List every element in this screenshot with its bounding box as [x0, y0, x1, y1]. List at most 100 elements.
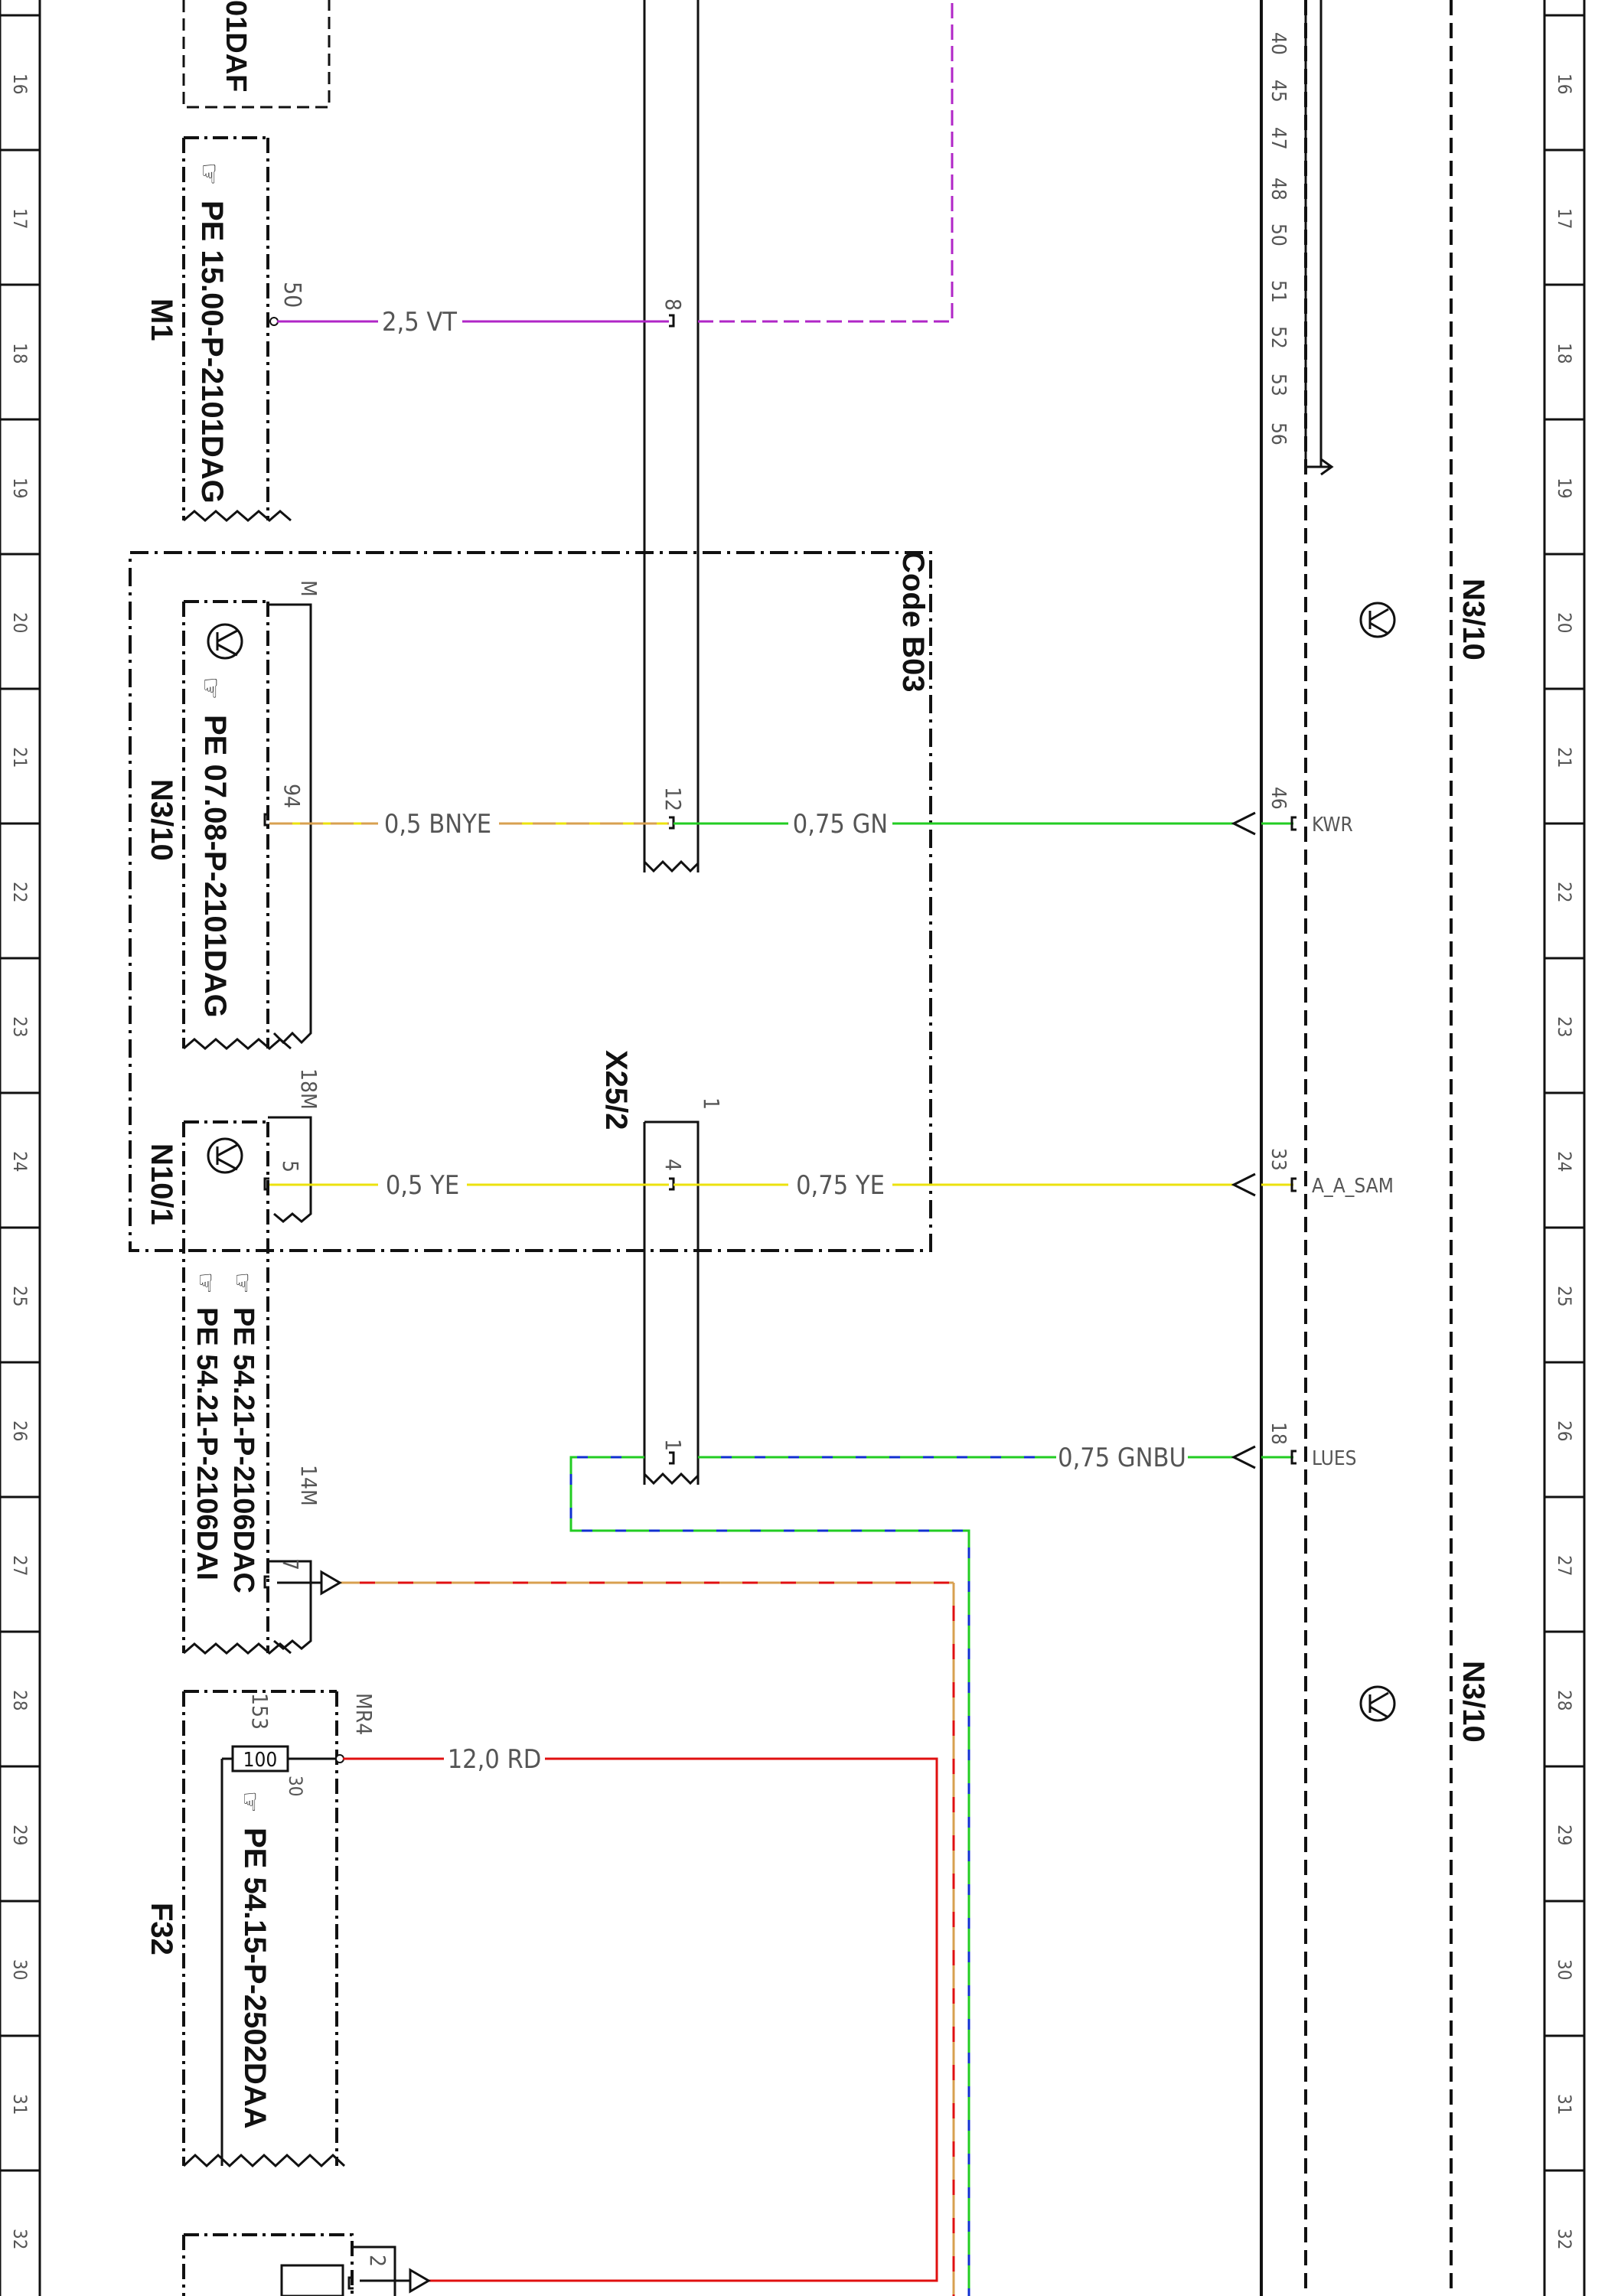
top-component-box: 01DAF — [182, 0, 331, 109]
grid-left-label: 19 — [9, 478, 31, 498]
n101-label: N10/1 — [145, 1143, 178, 1225]
wire-vt-label: 2,5 VT — [382, 307, 457, 338]
grid-left-label: 24 — [9, 1151, 31, 1172]
grid-right-label: 21 — [1554, 747, 1575, 768]
n310-left-ref: PE 07.08-P-2101DAG — [198, 715, 232, 1018]
pointer-icon: ☞ — [196, 677, 225, 700]
f32-ref: PE 54.15-P-2502DAA — [238, 1828, 272, 2129]
wire-bnye-label: 0,5 BNYE — [384, 809, 491, 840]
f32-pin-b: 30 — [285, 1776, 306, 1796]
grid-right-label: 28 — [1554, 1690, 1575, 1711]
right-pin-53: 53 — [1267, 373, 1290, 396]
n310-left-component: ☞ PE 07.08-P-2101DAG N3/10 M 94 — [145, 580, 321, 1050]
grid-left-label: 28 — [9, 1690, 31, 1711]
grid-right-label: 16 — [1554, 73, 1575, 94]
transistor-icon — [1359, 1685, 1396, 1722]
transistor-icon — [207, 1137, 243, 1174]
top-box-label: 01DAF — [220, 0, 252, 92]
grid-right-label: 23 — [1554, 1016, 1575, 1037]
x25-pin-1: 1 — [660, 1439, 686, 1451]
f32-component: F32 ☞ PE 54.15-P-2502DAA 153 100 30 MR4 — [145, 1690, 377, 2168]
signal-kwr: KWR — [1312, 814, 1353, 837]
n101-ref1: PE 54.21-P-2106DAC — [227, 1307, 259, 1593]
right-pin-47: 47 — [1267, 127, 1290, 150]
right-pin-48: 48 — [1267, 178, 1290, 201]
wire-rd-label: 12,0 RD — [448, 1744, 542, 1775]
grid-left-label: 32 — [9, 2229, 31, 2249]
n101-conn1: 18M — [296, 1068, 321, 1110]
n310-left-conn: M — [296, 580, 321, 597]
grid-right-label: 17 — [1554, 208, 1575, 229]
n101-component: N10/1 ☞ ☞ PE 54.21-P-2106DAI PE 54.21-P-… — [145, 1068, 321, 1655]
n310-right-label-2: N3/10 — [1456, 1661, 1490, 1743]
n101-pin2: 7 — [278, 1558, 303, 1570]
right-pin-46: 46 — [1267, 787, 1290, 810]
right-pin-51: 51 — [1267, 280, 1290, 303]
x25-label: X25/2 — [599, 1050, 633, 1130]
grid-right-label: 20 — [1554, 612, 1575, 633]
f32-pin-a: 153 — [247, 1693, 272, 1730]
wire-gn-label: 0,75 GN — [793, 809, 888, 840]
arrow-into-n101-pin7 — [320, 1570, 342, 1596]
arrow-aasam — [1231, 1172, 1256, 1197]
bottom-pin: 2 — [365, 2255, 390, 2267]
grid-right-label: 27 — [1554, 1555, 1575, 1576]
x25-pin-12: 12 — [660, 787, 686, 811]
wire-ye-left-label: 0,5 YE — [386, 1170, 459, 1201]
grid-ticks-left — [0, 14, 40, 2172]
grid-left-label: 27 — [9, 1555, 31, 1576]
arrow-into-bottom-pin — [409, 2268, 431, 2294]
right-pin-56: 56 — [1267, 422, 1290, 445]
n101-pin1: 5 — [278, 1160, 303, 1172]
n310-left-pin: 94 — [279, 784, 305, 808]
pointer-icon: ☞ — [236, 1791, 264, 1813]
n101-ref2: PE 54.21-P-2106DAI — [191, 1307, 223, 1580]
grid-left-label: 26 — [9, 1420, 31, 1441]
right-pin-52: 52 — [1267, 326, 1290, 349]
x25-top-pin: 1 — [699, 1097, 724, 1110]
grid-right-label: 25 — [1554, 1286, 1575, 1306]
wire-vt-upper — [698, 0, 954, 323]
grid-right-label: 19 — [1554, 478, 1575, 498]
right-pin-50: 50 — [1267, 223, 1290, 246]
right-pin-18: 18 — [1267, 1422, 1290, 1445]
f32-fuse: 100 — [243, 1749, 278, 1772]
m1-ref: PE 15.00-P-2101DAG — [195, 201, 229, 504]
signal-aasam: A_A_SAM — [1312, 1175, 1394, 1198]
m1-pin: 50 — [279, 282, 305, 308]
bottom-component: 2 — [182, 2233, 396, 2296]
wire-layer: 2,5 VT 0,5 BNYE 0,75 GN 0,5 YE 0,75 YE 0… — [269, 0, 1237, 2296]
right-pin-40: 40 — [1267, 32, 1290, 55]
arrow-lues — [1231, 1445, 1256, 1469]
x25-connector: X25/2 1 8 12 4 1 — [599, 0, 724, 1486]
pointer-icon: ☞ — [229, 1272, 256, 1294]
right-pin-45: 45 — [1267, 80, 1290, 103]
grid-right-label: 29 — [1554, 1825, 1575, 1845]
grid-right-label: 30 — [1554, 1959, 1575, 1980]
wire-rd-right — [429, 1757, 938, 2282]
grid-right-label: 31 — [1554, 2094, 1575, 2115]
right-pin-33: 33 — [1267, 1148, 1290, 1171]
grid-left-label: 22 — [9, 882, 31, 902]
grid-left-label: 30 — [9, 1959, 31, 1980]
grid-right-label: 22 — [1554, 882, 1575, 902]
grid-left-label: 18 — [9, 343, 31, 364]
grid-right-label: 24 — [1554, 1151, 1575, 1172]
pointer-icon: ☞ — [194, 162, 223, 185]
n310-right-component: 40 45 47 48 50 51 52 53 56 N3/10 N3/10 — [1231, 0, 1490, 2296]
grid-strip-right — [1543, 0, 1586, 2296]
grid-ticks-right — [1544, 14, 1584, 2172]
m1-label: M1 — [145, 298, 178, 341]
grid-strip-left — [0, 0, 41, 2296]
grid-left-label: 16 — [9, 73, 31, 94]
arrow-kwr — [1231, 811, 1256, 836]
grid-right-label: 26 — [1554, 1420, 1575, 1441]
n310-right-label-1: N3/10 — [1456, 579, 1490, 660]
transistor-icon — [1359, 602, 1396, 638]
code-b03-boundary — [129, 551, 932, 1252]
m1-component: ☞ PE 15.00-P-2101DAG M1 50 — [145, 136, 305, 522]
f32-conn: MR4 — [351, 1693, 377, 1735]
